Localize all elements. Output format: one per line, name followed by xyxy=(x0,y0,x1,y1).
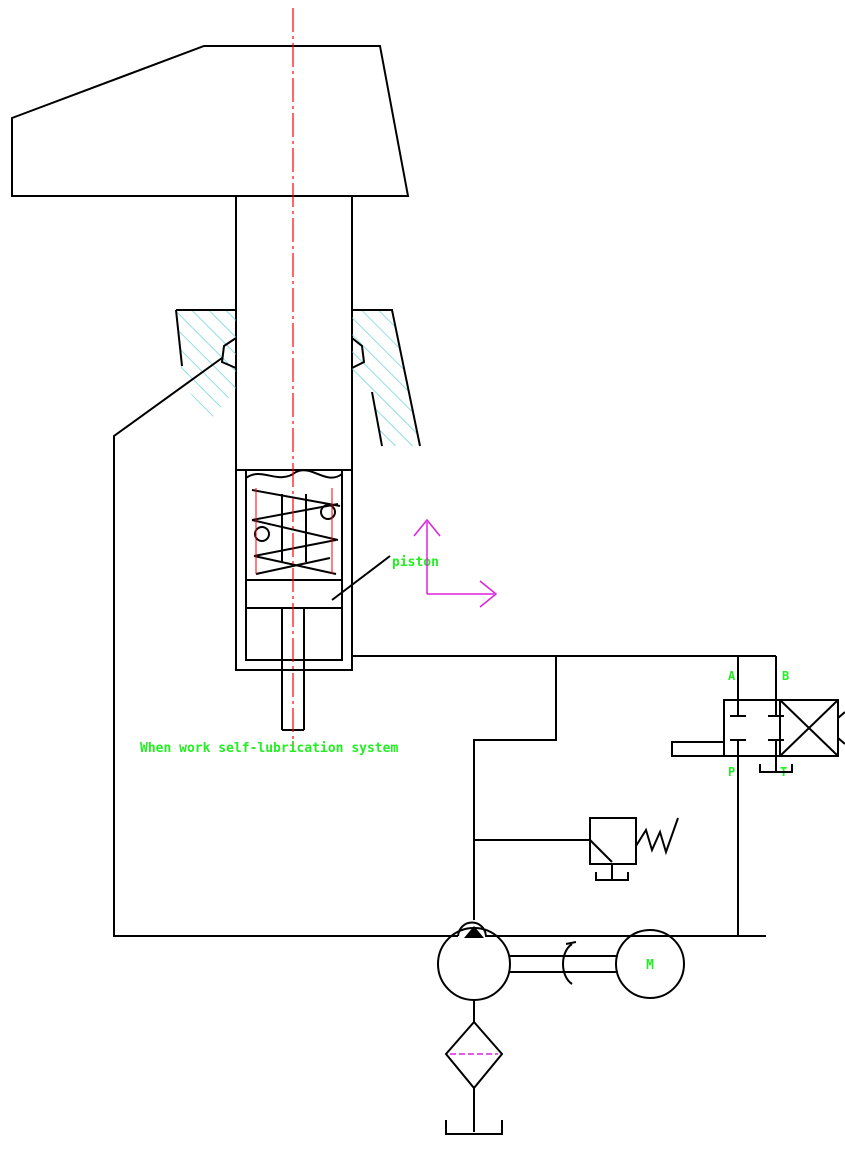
press-head xyxy=(11,45,410,197)
electric-motor xyxy=(615,929,685,999)
port-a-label: A xyxy=(728,669,736,683)
cylinder-body xyxy=(235,469,353,671)
spring xyxy=(251,488,341,575)
valve-tank-symbol xyxy=(759,756,793,773)
pressure-line-to-valve-a xyxy=(556,655,739,700)
pump-shaft xyxy=(510,941,618,985)
guide-bushing-right xyxy=(351,309,421,447)
axis-arrows xyxy=(413,518,498,608)
piston-lower-chamber xyxy=(245,607,343,661)
motor-label: M xyxy=(646,958,654,973)
machine-frame xyxy=(113,357,458,937)
filter xyxy=(444,1020,504,1132)
guide-bushing-left xyxy=(175,309,237,420)
ram-column xyxy=(235,196,353,470)
hydraulic-pump xyxy=(437,926,511,1022)
piston-label: piston xyxy=(392,555,439,570)
frame-crossover xyxy=(457,921,766,937)
piston xyxy=(245,579,343,609)
caption-label: When work self-lubrication system xyxy=(140,741,398,756)
directional-valve xyxy=(671,699,845,757)
cylinder-wavy-top xyxy=(245,469,343,479)
pressure-line-main xyxy=(352,655,557,920)
piston-leader xyxy=(331,555,391,601)
port-b-label: B xyxy=(782,669,789,683)
relief-valve xyxy=(589,817,679,881)
port-p-label: P xyxy=(728,765,735,779)
reservoir-tank xyxy=(445,1120,503,1135)
